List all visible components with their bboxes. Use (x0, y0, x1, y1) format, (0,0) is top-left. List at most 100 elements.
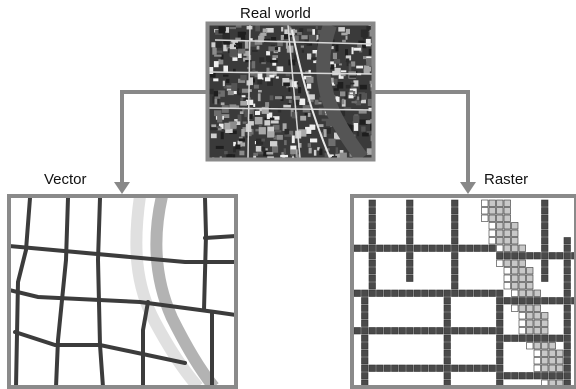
raster-cell (511, 334, 519, 342)
raster-cell (361, 342, 369, 350)
raster-cell (443, 327, 451, 335)
raster-cell (563, 334, 571, 342)
raster-cell (556, 357, 564, 365)
raster-cell (488, 207, 496, 215)
raster-cell (473, 289, 481, 297)
raster-cell (541, 312, 549, 320)
raster-cell (421, 327, 429, 335)
raster-cell (556, 252, 564, 260)
raster-cell (406, 244, 414, 252)
raster-cell (481, 199, 489, 207)
raster-cell (406, 229, 414, 237)
raster-cell (496, 222, 504, 230)
raster-cell (428, 364, 436, 372)
raster-cell (563, 237, 571, 245)
raster-cell (563, 342, 571, 350)
raster-cell (496, 372, 504, 380)
raster-cell (526, 342, 534, 350)
raster-cell (488, 199, 496, 207)
raster-cell (496, 304, 504, 312)
raster-cell (458, 364, 466, 372)
arrow-down-icon (114, 182, 130, 194)
raster-cell (361, 327, 369, 335)
raster-cell (563, 357, 571, 365)
raster-cell (443, 349, 451, 357)
raster-cell (466, 244, 474, 252)
raster-cell (443, 334, 451, 342)
raster-cell (496, 349, 504, 357)
raster-cell (541, 237, 549, 245)
raster-cell (406, 267, 414, 275)
raster-cell (466, 364, 474, 372)
raster-cell (368, 252, 376, 260)
raster-cell (503, 267, 511, 275)
raster-cell (548, 252, 556, 260)
raster-cell (526, 304, 534, 312)
raster-cell (368, 237, 376, 245)
raster-cell (563, 274, 571, 282)
real-world-label: Real world (240, 5, 311, 22)
raster-cell (518, 267, 526, 275)
raster-cell (368, 267, 376, 275)
raster-cell (398, 327, 406, 335)
raster-cell (503, 282, 511, 290)
raster-cell (443, 244, 451, 252)
raster-frame (350, 194, 576, 389)
aerial-photo (209, 25, 372, 158)
raster-cell (413, 327, 421, 335)
raster-cell (368, 289, 376, 297)
raster-cell (458, 327, 466, 335)
raster-cell (503, 207, 511, 215)
raster-cell (496, 214, 504, 222)
raster-cell (353, 289, 361, 297)
raster-cell (548, 297, 556, 305)
raster-cell (406, 274, 414, 282)
raster-cell (496, 364, 504, 372)
raster-cell (488, 229, 496, 237)
raster-cell (526, 282, 534, 290)
raster-cell (563, 372, 571, 380)
raster-cell (496, 207, 504, 215)
raster-cell (496, 334, 504, 342)
raster-cell (518, 289, 526, 297)
raster-cell (488, 327, 496, 335)
raster-cell (451, 259, 459, 267)
raster-cell (526, 289, 534, 297)
raster-cell (541, 222, 549, 230)
raster-cell (548, 342, 556, 350)
raster-cell (563, 319, 571, 327)
raster-cell (518, 319, 526, 327)
raster-cell (421, 364, 429, 372)
raster-cell (533, 372, 541, 380)
raster-cell (496, 342, 504, 350)
raster-cell (533, 297, 541, 305)
raster-cell (443, 289, 451, 297)
raster-cell (518, 297, 526, 305)
raster-cell (556, 349, 564, 357)
raster-cell (451, 244, 459, 252)
raster-cell (496, 312, 504, 320)
raster-cell (473, 244, 481, 252)
raster-cell (511, 229, 519, 237)
raster-cell (496, 252, 504, 260)
raster-cell (361, 297, 369, 305)
raster-cell (428, 327, 436, 335)
raster-cell (533, 364, 541, 372)
river-light-band (130, 196, 203, 387)
raster-cell (451, 252, 459, 260)
raster-cell (368, 259, 376, 267)
raster-cell (541, 244, 549, 252)
raster-cell (563, 282, 571, 290)
raster-cell (443, 364, 451, 372)
raster-cell (503, 297, 511, 305)
raster-cell (511, 267, 519, 275)
raster-cell (368, 282, 376, 290)
raster-cell (541, 214, 549, 222)
raster-cell (361, 244, 369, 252)
raster-cell (368, 274, 376, 282)
raster-cell (511, 259, 519, 267)
raster-cell (361, 349, 369, 357)
vector-map (9, 196, 236, 387)
raster-cell (526, 267, 534, 275)
